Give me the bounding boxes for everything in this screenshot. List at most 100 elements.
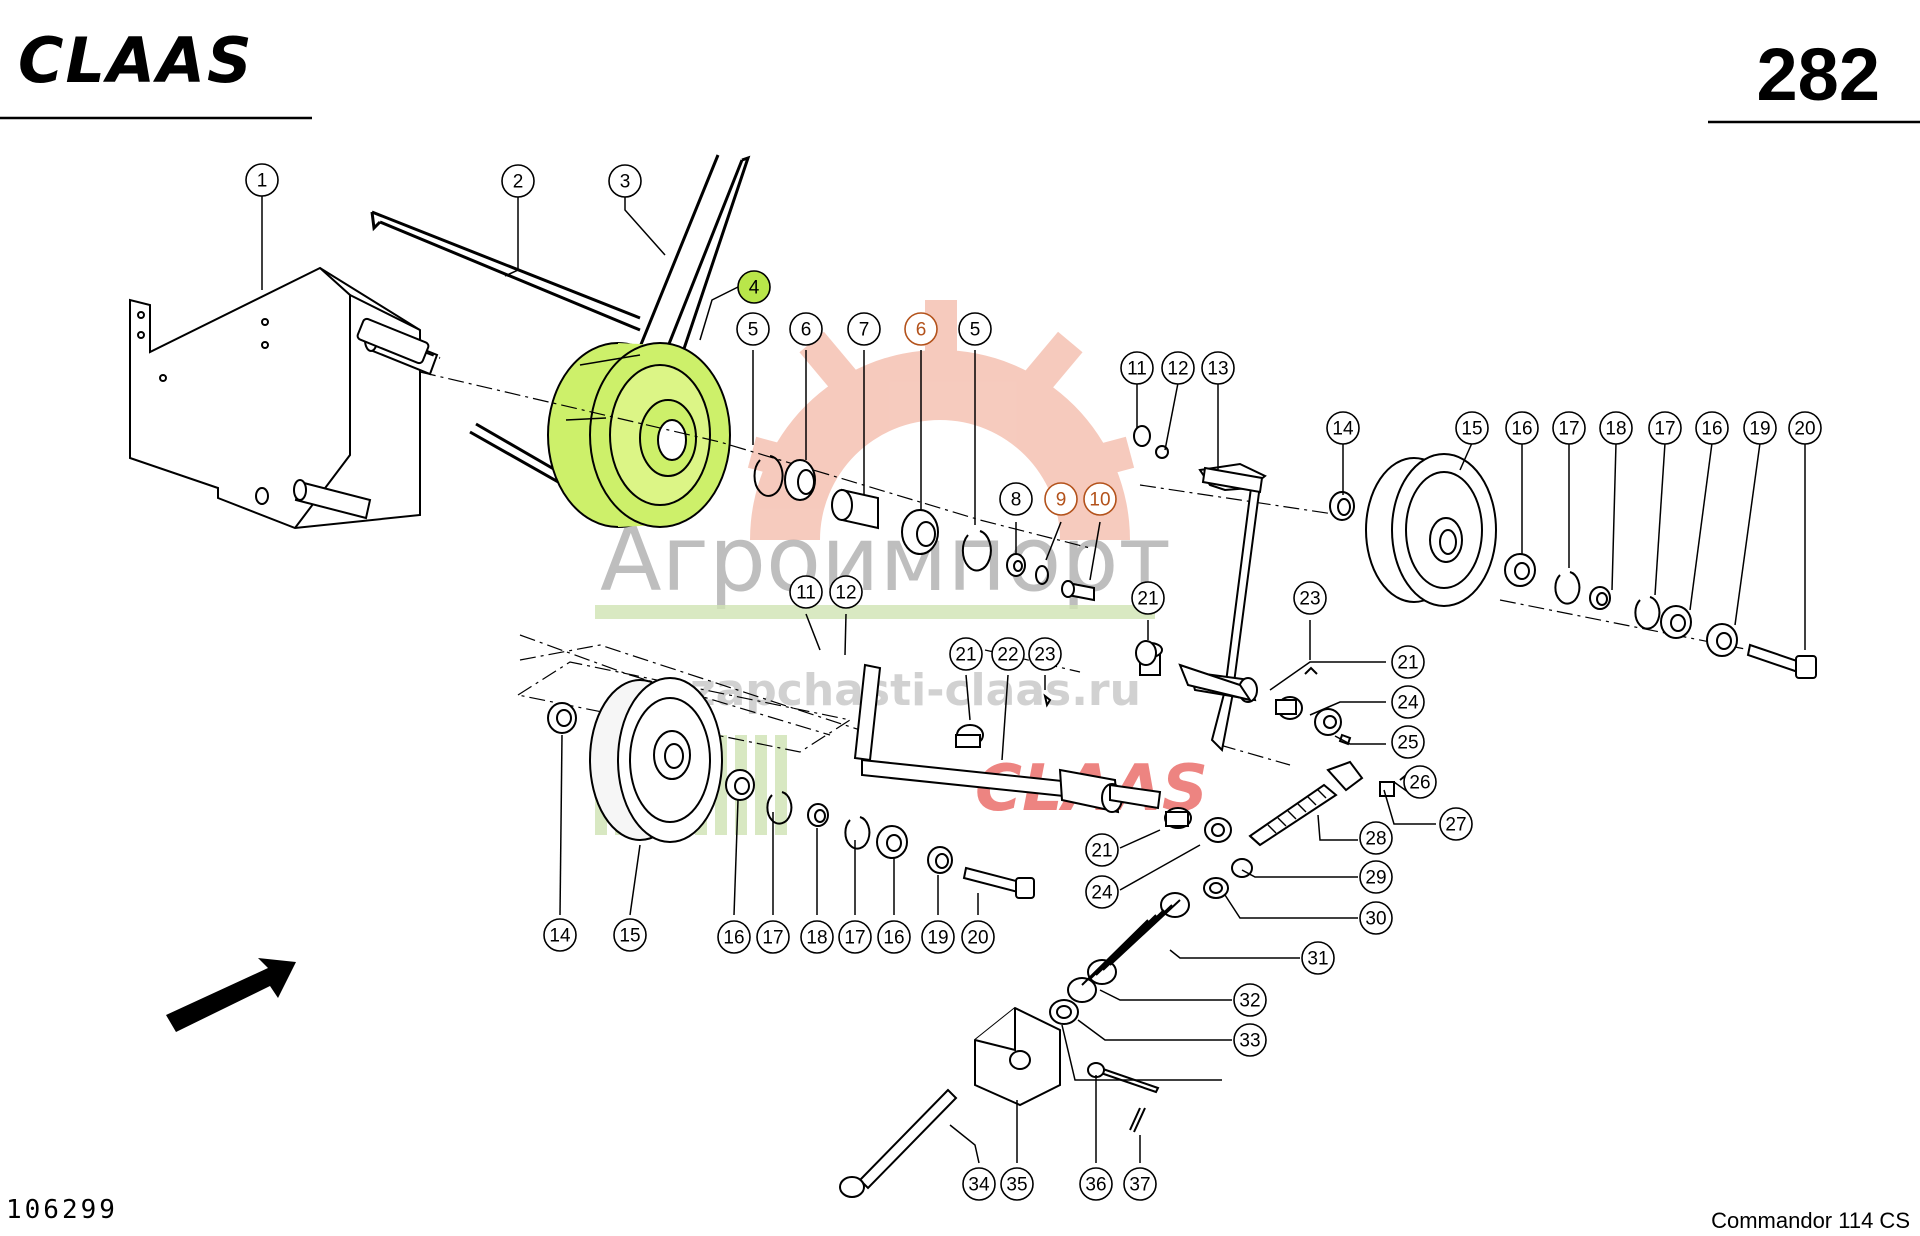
callout-12[interactable]: 12 [1161,351,1195,385]
callout-label: 6 [801,320,812,341]
callout-1[interactable]: 1 [245,163,279,197]
callout-label: 18 [806,928,827,949]
callout-21[interactable]: 21 [949,637,983,671]
callout-3[interactable]: 3 [608,164,642,198]
callout-19b[interactable]: 19 [921,920,955,954]
callout-label: 15 [619,926,640,947]
callout-33[interactable]: 33 [1233,1023,1267,1057]
callout-24b[interactable]: 24 [1085,875,1119,909]
callout-label: 21 [1091,841,1112,862]
callout-25[interactable]: 25 [1391,725,1425,759]
callout-label: 4 [749,278,760,299]
callout-17b[interactable]: 17 [1648,411,1682,445]
callout-20[interactable]: 20 [1788,411,1822,445]
callout-label: 25 [1397,733,1418,754]
frame-studs [293,317,441,520]
callouts: 1 2 3 4 5 6 7 6 5 8 9 10 11 12 13 14 15 … [245,163,1822,1201]
callout-4-highlighted[interactable]: 4 [737,270,771,304]
callout-28[interactable]: 28 [1359,821,1393,855]
callout-label: 11 [796,583,816,604]
callout-label: 21 [1397,653,1418,674]
callout-9-orange[interactable]: 9 [1044,482,1078,516]
callout-label: 19 [1749,419,1770,440]
callout-label: 29 [1365,868,1386,889]
pulley-15-right-hardware [1504,553,1817,679]
callout-8[interactable]: 8 [999,482,1033,516]
callout-7[interactable]: 7 [847,312,881,346]
callout-label: 14 [1332,419,1354,440]
callout-18b[interactable]: 18 [800,920,834,954]
adjuster-rod-28 [1203,760,1415,899]
callout-16b[interactable]: 16 [1695,411,1729,445]
callout-27[interactable]: 27 [1439,807,1473,841]
callout-21c[interactable]: 21 [1391,645,1425,679]
callout-29[interactable]: 29 [1359,860,1393,894]
callout-label: 20 [1794,419,1815,440]
callout-17[interactable]: 17 [1552,411,1586,445]
callout-23[interactable]: 23 [1028,637,1062,671]
callout-16[interactable]: 16 [1505,411,1539,445]
callout-11b[interactable]: 11 [789,575,823,609]
callout-10-orange[interactable]: 10 [1083,482,1117,516]
callout-26[interactable]: 26 [1403,765,1437,799]
callout-label: 34 [968,1175,990,1196]
callout-23b[interactable]: 23 [1293,581,1327,615]
callout-22[interactable]: 22 [991,637,1025,671]
callout-17d[interactable]: 17 [838,920,872,954]
model-name: Commandor 114 CS [1711,1208,1910,1233]
callout-label: 9 [1056,490,1067,511]
callout-label: 24 [1091,883,1113,904]
callout-label: 20 [967,928,988,949]
callout-label: 8 [1011,490,1022,511]
callout-14b[interactable]: 14 [543,918,577,952]
bracket-35-and-pins [839,1006,1160,1198]
callout-5[interactable]: 5 [736,312,770,346]
callout-label: 12 [1167,359,1188,380]
callout-15b[interactable]: 15 [613,918,647,952]
callout-label: 18 [1605,419,1626,440]
callout-30[interactable]: 30 [1359,901,1393,935]
callout-15[interactable]: 15 [1455,411,1489,445]
callout-17c[interactable]: 17 [756,920,790,954]
callout-label: 23 [1034,645,1055,666]
callout-5b[interactable]: 5 [958,312,992,346]
callout-16c[interactable]: 16 [717,920,751,954]
callout-label: 24 [1397,693,1419,714]
callout-label: 2 [513,172,524,193]
callout-11[interactable]: 11 [1120,351,1154,385]
callout-14[interactable]: 14 [1326,411,1360,445]
callout-19[interactable]: 19 [1743,411,1777,445]
callout-6[interactable]: 6 [789,312,823,346]
callout-16d[interactable]: 16 [877,920,911,954]
callout-34[interactable]: 34 [962,1167,996,1201]
callout-21b[interactable]: 21 [1131,581,1165,615]
callout-37[interactable]: 37 [1123,1167,1157,1201]
callout-label: 23 [1299,589,1320,610]
callout-13[interactable]: 13 [1201,351,1235,385]
callout-label: 17 [762,928,783,949]
page-number: 282 [1757,33,1880,116]
callout-label: 16 [1511,419,1532,440]
callout-2[interactable]: 2 [501,164,535,198]
callout-label: 16 [883,928,904,949]
callout-label: 14 [549,926,571,947]
pulley-4-highlighted [547,342,731,528]
callout-24[interactable]: 24 [1391,685,1425,719]
callout-label: 1 [257,171,268,192]
callout-label: 16 [1701,419,1722,440]
callout-20b[interactable]: 20 [961,920,995,954]
callout-6-orange[interactable]: 6 [904,312,938,346]
callout-35[interactable]: 35 [1000,1167,1034,1201]
callout-12b[interactable]: 12 [829,575,863,609]
callout-leaders [261,196,1806,1164]
callout-36[interactable]: 36 [1079,1167,1113,1201]
callout-18[interactable]: 18 [1599,411,1633,445]
callout-label: 11 [1127,359,1147,380]
tension-arm-22 [853,663,1232,843]
callout-label: 3 [620,172,631,193]
callout-label: 26 [1409,773,1430,794]
callout-32[interactable]: 32 [1233,983,1267,1017]
callout-21d[interactable]: 21 [1085,833,1119,867]
pulley-4-hardware [753,455,1095,602]
callout-31[interactable]: 31 [1301,941,1335,975]
